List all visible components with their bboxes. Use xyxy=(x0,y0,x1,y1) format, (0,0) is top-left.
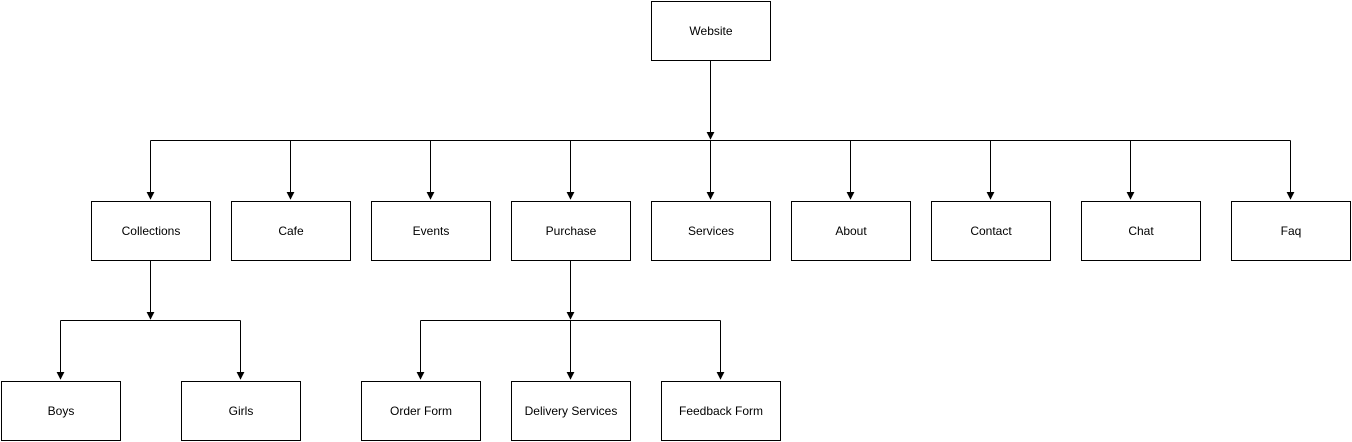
node-boys: Boys xyxy=(1,381,121,441)
node-services: Services xyxy=(651,201,771,261)
node-purchase: Purchase xyxy=(511,201,631,261)
node-order-form: Order Form xyxy=(361,381,481,441)
node-delivery-services: Delivery Services xyxy=(511,381,631,441)
node-feedback-form: Feedback Form xyxy=(661,381,781,441)
node-girls: Girls xyxy=(181,381,301,441)
node-collections: Collections xyxy=(91,201,211,261)
node-chat: Chat xyxy=(1081,201,1201,261)
node-faq: Faq xyxy=(1231,201,1351,261)
node-events: Events xyxy=(371,201,491,261)
node-contact: Contact xyxy=(931,201,1051,261)
node-website: Website xyxy=(651,1,771,61)
node-about: About xyxy=(791,201,911,261)
node-cafe: Cafe xyxy=(231,201,351,261)
